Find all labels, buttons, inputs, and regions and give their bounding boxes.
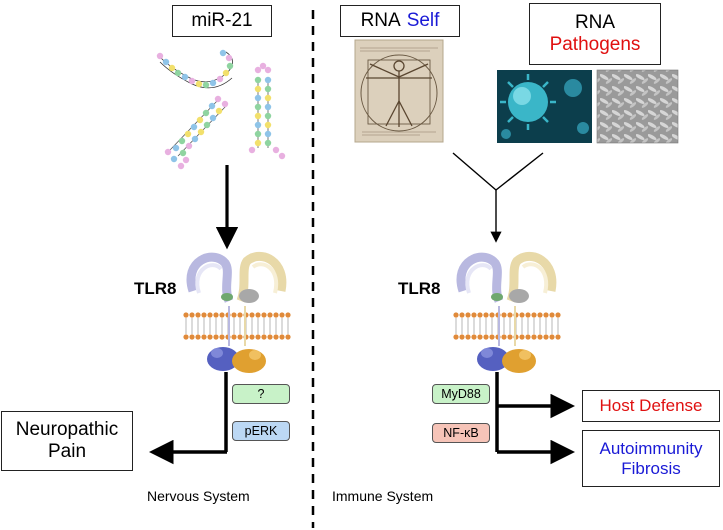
myd88-pill: MyD88 [432, 384, 490, 404]
perk-label: pERK [244, 424, 278, 438]
virus-image [497, 70, 592, 143]
vitruvian-man-image [354, 39, 444, 143]
perk-pill: pERK [232, 421, 290, 441]
tlr8-label-left: TLR8 [134, 279, 177, 298]
host-defense-label: Host Defense [599, 396, 703, 416]
bacteria-sem-image [596, 69, 679, 144]
nfkb-pill: NF-κB [432, 423, 490, 443]
autoimmunity-fibrosis-box: Autoimmunity Fibrosis [582, 430, 720, 487]
unknown-adapter-label: ? [257, 387, 265, 401]
tlr8-label-right: TLR8 [398, 279, 441, 298]
pathogen-converge-line [495, 152, 544, 191]
nervous-system-label: Nervous System [147, 488, 250, 504]
rna-self-word-rna: RNA [360, 10, 401, 32]
host-defense-box: Host Defense [582, 390, 720, 422]
tlr8-structure-left [183, 251, 291, 373]
immune-system-label: Immune System [332, 488, 434, 504]
mir21-box: miR-21 [172, 5, 272, 37]
self-converge-line [452, 152, 497, 191]
unknown-adapter-pill: ? [232, 384, 290, 404]
mirna-hairpins-illustration [156, 49, 286, 170]
rna-pathogens-line2: Pathogens [549, 34, 641, 55]
rna-self-box: RNA Self [340, 5, 460, 37]
rna-pathogens-line1: RNA [574, 12, 616, 34]
myd88-label: MyD88 [441, 387, 481, 401]
fibrosis-line: Fibrosis [621, 458, 681, 478]
tlr8-structure-right [453, 256, 561, 373]
mir21-label: miR-21 [191, 10, 253, 32]
neuropathic-pain-line1: Neuropathic [15, 419, 119, 441]
neuropathic-pain-line2: Pain [47, 441, 87, 462]
rna-self-word-self: Self [406, 10, 440, 32]
nfkb-label: NF-κB [443, 426, 479, 440]
rna-pathogens-box: RNA Pathogens [529, 3, 661, 65]
autoimmunity-line: Autoimmunity [599, 438, 703, 458]
neuropathic-pain-box: Neuropathic Pain [1, 411, 133, 471]
